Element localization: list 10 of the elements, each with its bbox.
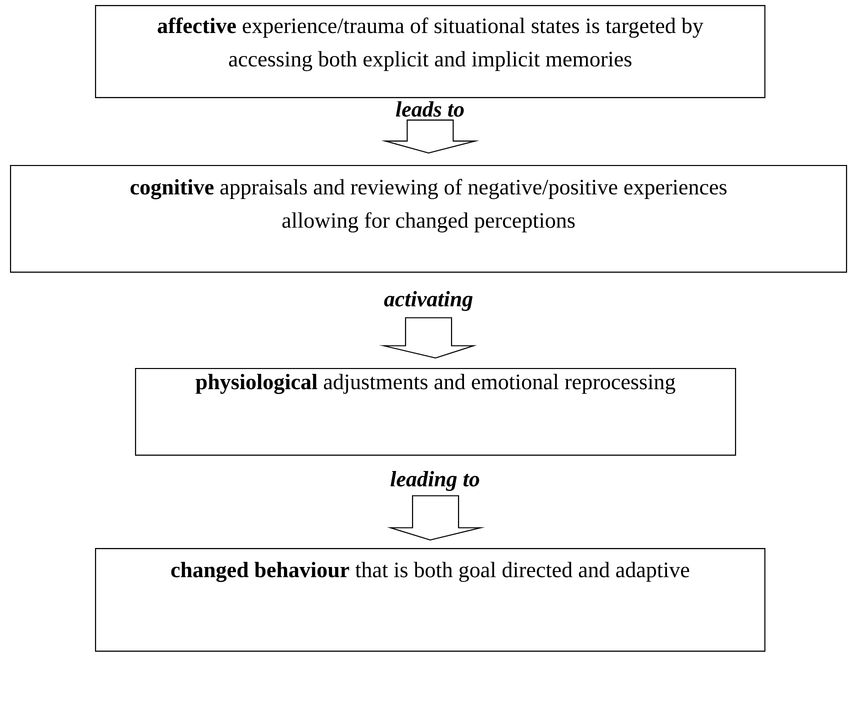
block-arrow bbox=[387, 495, 485, 541]
process-box: physiological adjustments and emotional reprocessing bbox=[135, 368, 736, 456]
block-arrow bbox=[378, 317, 477, 359]
process-box: changed behaviour that is both goal directed and adaptive bbox=[95, 548, 766, 652]
edge-label: leading to bbox=[390, 471, 480, 491]
block-arrow bbox=[381, 120, 480, 154]
edge-label: leads to bbox=[396, 101, 464, 117]
process-box: affective experience/trauma of situational states is targeted by accessing both explicit and implicit memories bbox=[95, 5, 766, 98]
process-box: cognitive appraisals and reviewing of negative/positive experiences allowing for changed perceptions bbox=[10, 165, 848, 273]
edge-label: activating bbox=[384, 291, 473, 311]
